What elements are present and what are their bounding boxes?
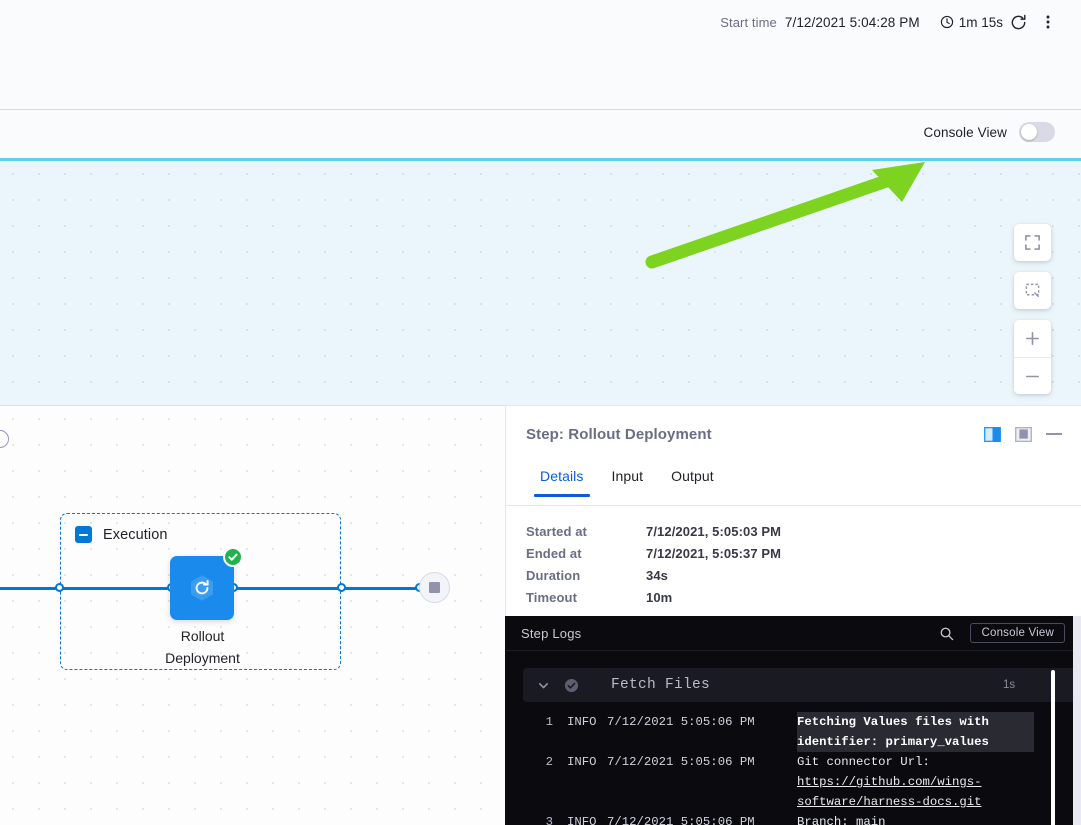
- graph-wire-to-step: [60, 587, 175, 590]
- fact-value-ended-at: 7/12/2021, 5:05:37 PM: [646, 546, 782, 561]
- step-node-label: Rollout Deployment: [135, 625, 270, 669]
- step-details-actions: [984, 426, 1062, 442]
- log-line-number: 3: [545, 815, 553, 825]
- port-group-in: [55, 583, 64, 592]
- canvas-dot-grid-lower: [0, 406, 505, 825]
- log-line-level: INFO: [567, 755, 597, 769]
- step-node-label-line1: Rollout: [180, 628, 225, 644]
- port-group-out: [337, 583, 346, 592]
- step-details-title-row: Step: Rollout Deployment: [506, 406, 1081, 462]
- minus-square-icon[interactable]: [75, 526, 92, 543]
- execution-group-header: Execution: [75, 526, 168, 543]
- minimize-icon[interactable]: [1046, 433, 1062, 435]
- fit-to-screen-button[interactable]: [1014, 224, 1051, 261]
- log-line-message: Branch: main: [797, 815, 886, 825]
- step-logs-title: Step Logs: [521, 625, 582, 641]
- log-line: 2 INFO 7/12/2021 5:05:06 PM Git connecto…: [505, 752, 1081, 812]
- fact-value-started-at: 7/12/2021, 5:05:03 PM: [646, 524, 782, 539]
- step-details-tabs: Details Input Output: [526, 462, 728, 506]
- log-line-level: INFO: [567, 715, 597, 729]
- console-view-bar: Console View: [0, 110, 1081, 158]
- tabs-divider: [506, 505, 1081, 506]
- refresh-icon[interactable]: [1003, 7, 1033, 37]
- more-vertical-icon[interactable]: [1033, 7, 1063, 37]
- log-section-name: Fetch Files: [611, 677, 711, 693]
- fact-key-timeout: Timeout: [526, 590, 578, 605]
- tab-details[interactable]: Details: [526, 462, 598, 497]
- graph-wire-to-end: [232, 587, 422, 590]
- rollout-deployment-icon: [191, 575, 213, 601]
- log-line-message-text: Git connector Url:: [797, 755, 930, 769]
- check-circle-icon: [564, 678, 579, 692]
- console-view-label: Console View: [923, 124, 1007, 140]
- log-section-fetch-files[interactable]: Fetch Files 1s: [523, 668, 1081, 702]
- panel-bottom-icon[interactable]: [1015, 426, 1032, 442]
- graph-wire-in: [0, 587, 60, 590]
- log-section-duration: 1s: [1003, 679, 1016, 691]
- log-line-message: Fetching Values files with identifier: p…: [797, 712, 1034, 752]
- console-view-control[interactable]: Console View: [923, 122, 1055, 142]
- zoom-in-out-group: [1014, 320, 1051, 394]
- execution-group-title: Execution: [103, 526, 168, 543]
- log-line-number: 1: [545, 715, 553, 729]
- zoom-in-button[interactable]: [1014, 320, 1051, 357]
- console-view-toggle[interactable]: [1019, 122, 1055, 142]
- logs-console-view-button[interactable]: Console View: [970, 623, 1065, 643]
- toggle-knob: [1021, 124, 1037, 140]
- canvas-dot-grid: [0, 161, 1081, 405]
- execution-duration: 1m 15s: [940, 15, 1003, 30]
- search-icon[interactable]: [939, 626, 954, 641]
- page-title: Step: Rollout Deployment: [526, 425, 712, 443]
- log-lines[interactable]: 1 INFO 7/12/2021 5:05:06 PM Fetching Val…: [505, 712, 1081, 825]
- step-details-facts: Started at 7/12/2021, 5:05:03 PM Ended a…: [526, 524, 781, 605]
- tab-input[interactable]: Input: [611, 468, 644, 484]
- pipeline-canvas-lower[interactable]: [0, 405, 505, 825]
- log-line-timestamp: 7/12/2021 5:05:06 PM: [607, 815, 755, 825]
- log-line-timestamp: 7/12/2021 5:05:06 PM: [607, 755, 755, 769]
- pipeline-canvas-upper[interactable]: [0, 158, 1081, 405]
- step-logs-header: Step Logs Console View: [505, 616, 1081, 651]
- fact-key-duration: Duration: [526, 568, 581, 583]
- execution-header: Start time 7/12/2021 5:04:28 PM 1m 15s: [0, 0, 1081, 110]
- fact-key-started-at: Started at: [526, 524, 587, 539]
- start-time-value: 7/12/2021 5:04:28 PM: [784, 14, 920, 30]
- step-logs-panel: Step Logs Console View Fetch Files 1s: [505, 616, 1081, 825]
- log-line-link[interactable]: https://github.com/wings-software/harnes…: [797, 775, 982, 809]
- fact-key-ended-at: Ended at: [526, 546, 582, 561]
- zoom-out-button[interactable]: [1014, 357, 1051, 394]
- log-line: 1 INFO 7/12/2021 5:05:06 PM Fetching Val…: [505, 712, 1081, 752]
- log-line-level: INFO: [567, 815, 597, 825]
- start-time-label: Start time: [720, 14, 777, 30]
- stop-square-icon[interactable]: [419, 572, 450, 603]
- log-section-left: Fetch Files: [537, 677, 710, 693]
- canvas-zoom-controls: [1014, 224, 1051, 394]
- check-circle-icon: [223, 547, 243, 567]
- log-line-message: Git connector Url: https://github.com/wi…: [797, 752, 1034, 812]
- log-line-number: 2: [545, 755, 553, 769]
- step-logs-header-actions: Console View: [939, 623, 1065, 643]
- zoom-to-selection-button[interactable]: [1014, 272, 1051, 309]
- chevron-down-icon[interactable]: [537, 679, 550, 692]
- clock-icon: [940, 15, 954, 29]
- tab-output[interactable]: Output: [671, 468, 714, 484]
- fact-value-duration: 34s: [646, 568, 668, 583]
- fact-value-timeout: 10m: [646, 590, 673, 605]
- step-node-rollout-deployment[interactable]: [170, 547, 243, 620]
- log-line: 3 INFO 7/12/2021 5:05:06 PM Branch: main: [505, 812, 1081, 825]
- log-line-timestamp: 7/12/2021 5:05:06 PM: [607, 715, 755, 729]
- panel-right-icon[interactable]: [984, 426, 1001, 442]
- step-node-label-line2: Deployment: [165, 650, 240, 666]
- logs-panel-right-edge: [1073, 616, 1081, 825]
- logs-scrollbar[interactable]: [1051, 670, 1055, 825]
- duration-value: 1m 15s: [958, 14, 1003, 30]
- execution-header-meta: Start time 7/12/2021 5:04:28 PM 1m 15s: [720, 8, 1063, 36]
- step-details-panel: Step: Rollout Deployment Details Input O…: [505, 405, 1081, 616]
